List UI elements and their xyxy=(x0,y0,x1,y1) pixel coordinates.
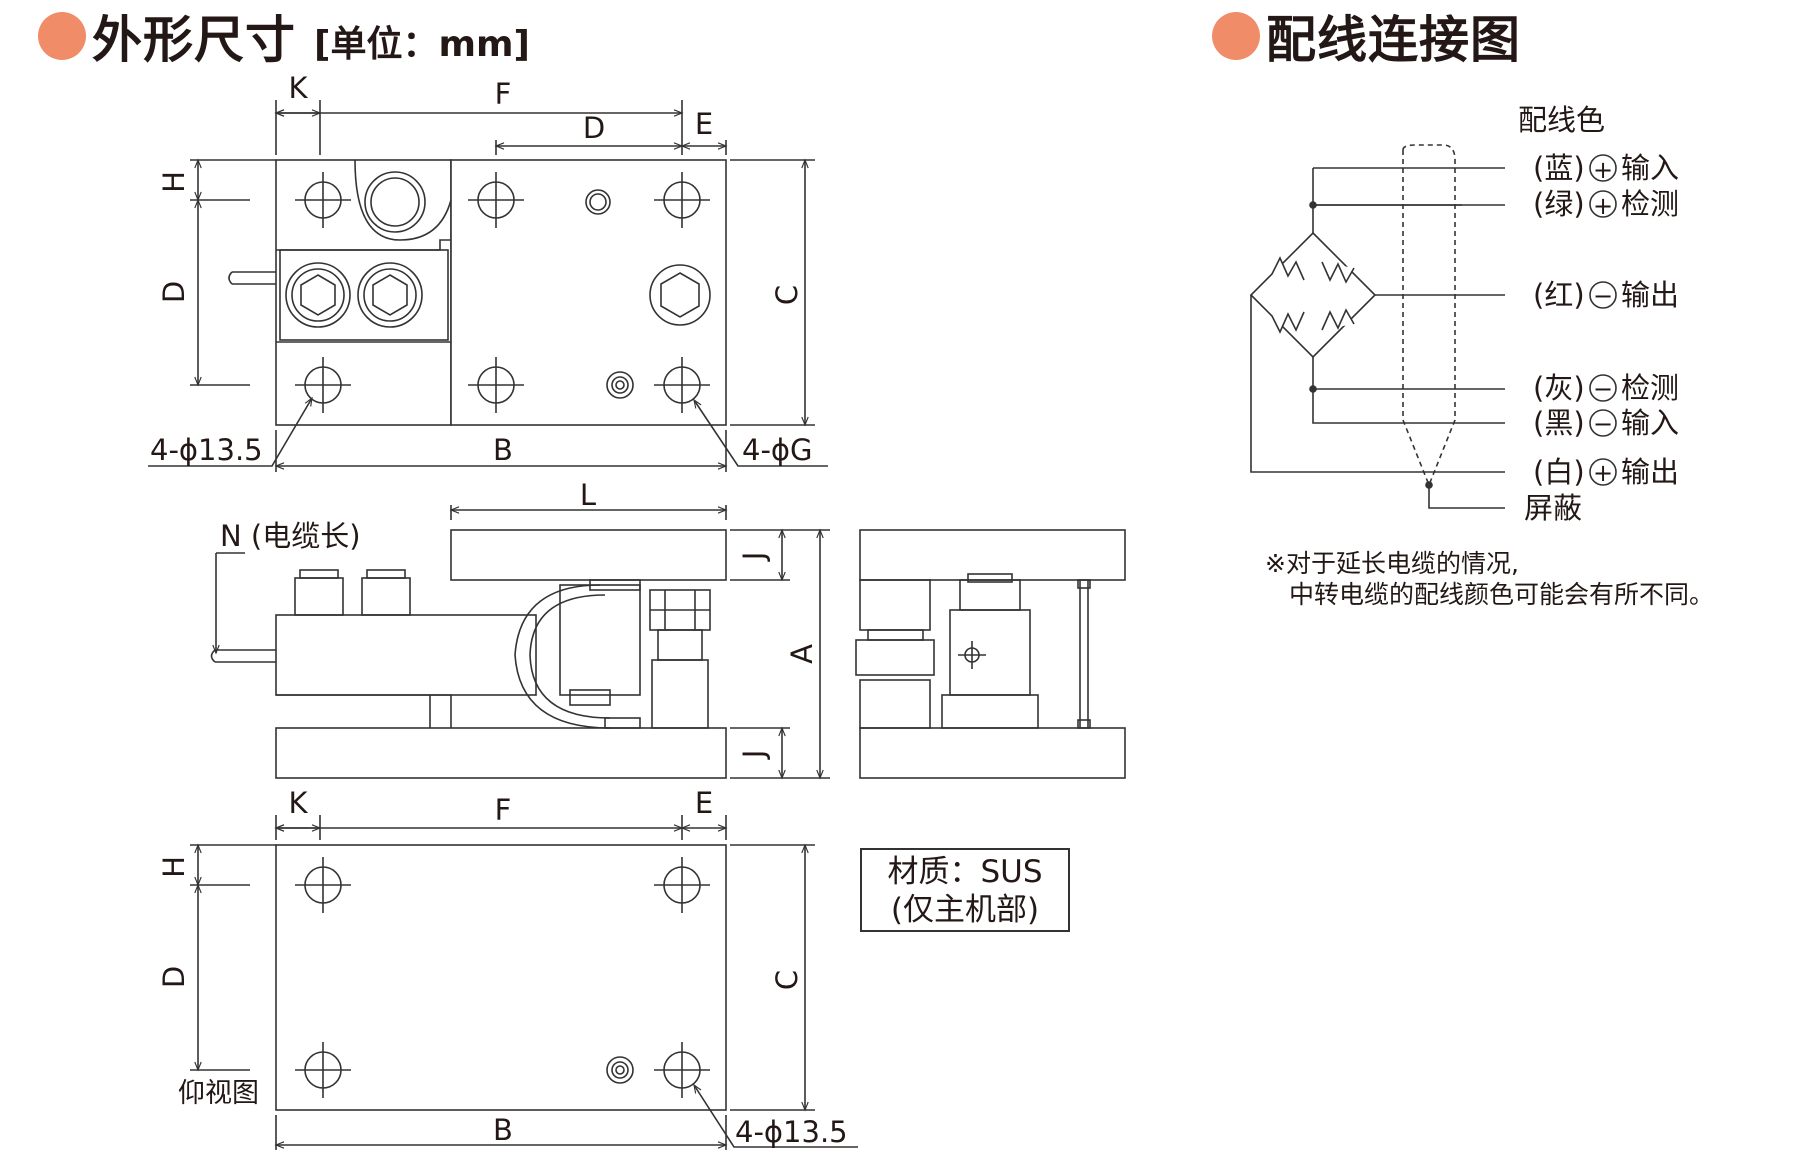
shield-label: 屏蔽 xyxy=(1524,491,1582,525)
dimensions-unit: [单位：mm] xyxy=(314,24,530,65)
wiring-note: ※对于延长电缆的情况, 中转电缆的配线颜色可能会有所不同。 xyxy=(1265,548,1714,610)
hole-label-13-5: 4-ϕ13.5 xyxy=(150,433,263,467)
mounting-hole xyxy=(654,1042,710,1098)
mounting-hole xyxy=(654,357,710,413)
cable-length-label: N (电缆长) xyxy=(220,519,361,553)
svg-text:+: + xyxy=(1593,156,1613,184)
dim-label-k: K xyxy=(288,71,308,105)
svg-text:−: − xyxy=(1593,282,1613,310)
svg-text:(灰): (灰) xyxy=(1533,371,1585,405)
svg-text:+: + xyxy=(1593,459,1613,487)
wire-label: (绿) + 检测 xyxy=(1533,187,1679,221)
dim-label-f-bottom: F xyxy=(495,793,512,827)
dim-label-d-bottom: D xyxy=(157,966,191,988)
dim-label-l: L xyxy=(580,478,596,512)
orange-bullet-icon xyxy=(1212,12,1260,60)
mounting-hole xyxy=(654,857,710,913)
dim-label-k-bottom: K xyxy=(288,786,308,820)
mounting-hole xyxy=(468,172,524,228)
dim-label-e-bottom: E xyxy=(695,786,713,820)
mounting-hole xyxy=(295,357,351,413)
orange-bullet-icon xyxy=(38,12,86,60)
note-line-2: 中转电缆的配线颜色可能会有所不同。 xyxy=(1289,580,1715,609)
mounting-hole xyxy=(654,172,710,228)
dim-label-d-vertical: D xyxy=(157,281,191,303)
svg-text:输入: 输入 xyxy=(1621,151,1679,185)
material-line-2: (仅主机部) xyxy=(890,892,1040,928)
svg-text:输出: 输出 xyxy=(1621,455,1679,489)
svg-text:检测: 检测 xyxy=(1621,371,1679,405)
dim-label-h-bottom: H xyxy=(157,856,191,878)
note-line-1: ※对于延长电缆的情况, xyxy=(1265,549,1519,578)
top-view xyxy=(148,100,828,472)
dim-label-b: B xyxy=(493,433,513,467)
svg-text:−: − xyxy=(1593,410,1613,438)
dim-label-b-bottom: B xyxy=(493,1113,513,1147)
hole-label-13-5-bottom: 4-ϕ13.5 xyxy=(735,1115,848,1149)
end-view xyxy=(855,529,1126,779)
wiring-title: 配线连接图 xyxy=(1266,11,1521,69)
mounting-hole xyxy=(295,172,351,228)
wire-label: (红) − 输出 xyxy=(1533,278,1679,312)
dim-label-f: F xyxy=(495,77,512,111)
wire-label: (黑) − 输入 xyxy=(1533,406,1679,440)
dimensions-title: 外形尺寸 xyxy=(92,11,296,69)
svg-text:(蓝): (蓝) xyxy=(1533,151,1585,185)
dim-label-j-top: J xyxy=(737,552,771,563)
bottom-view-label: 仰视图 xyxy=(178,1078,259,1109)
svg-text:检测: 检测 xyxy=(1621,187,1679,221)
dim-label-j-bottom: J xyxy=(737,750,771,761)
mounting-hole xyxy=(295,857,351,913)
wiring-diagram xyxy=(1249,144,1505,509)
dim-label-c-bottom: C xyxy=(770,970,804,990)
svg-text:(绿): (绿) xyxy=(1533,187,1585,221)
wire-label: (灰) − 检测 xyxy=(1533,371,1679,405)
dimensions-header: 外形尺寸 [单位：mm] xyxy=(38,0,530,72)
hole-label-g: 4-ϕG xyxy=(742,433,813,467)
dim-label-d: D xyxy=(583,111,605,145)
mounting-hole xyxy=(468,357,524,413)
wire-label: (蓝) + 输入 xyxy=(1533,151,1679,185)
svg-text:输入: 输入 xyxy=(1621,406,1679,440)
bottom-view xyxy=(190,815,858,1150)
dim-label-e: E xyxy=(695,107,713,141)
dim-label-c: C xyxy=(770,285,804,305)
dim-label-a: A xyxy=(785,644,819,664)
wire-label: (白) + 输出 xyxy=(1533,455,1679,489)
material-box: 材质：SUS (仅主机部) xyxy=(860,848,1070,932)
svg-text:−: − xyxy=(1593,375,1613,403)
svg-text:(白): (白) xyxy=(1533,455,1585,489)
material-line-1: 材质：SUS xyxy=(887,854,1043,890)
wiring-header: 配线连接图 xyxy=(1212,0,1521,72)
svg-text:(红): (红) xyxy=(1533,278,1585,312)
mounting-hole xyxy=(295,1042,351,1098)
svg-text:输出: 输出 xyxy=(1621,278,1679,312)
side-view xyxy=(210,505,830,780)
svg-text:+: + xyxy=(1593,192,1613,220)
wire-color-header: 配线色 xyxy=(1518,103,1605,137)
svg-text:(黑): (黑) xyxy=(1533,406,1585,440)
dim-label-h: H xyxy=(157,171,191,193)
